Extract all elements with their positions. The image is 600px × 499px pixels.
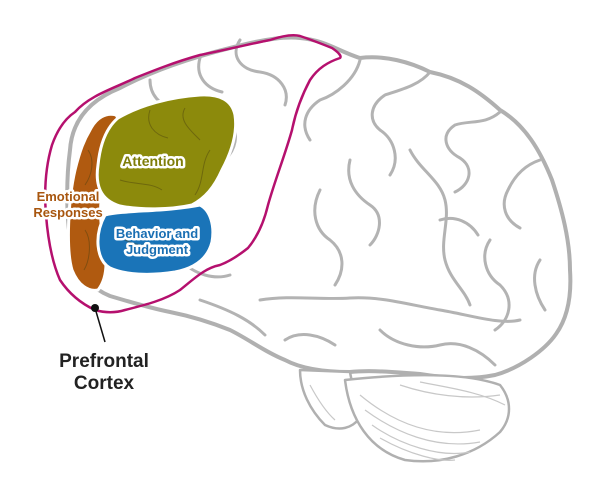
label-emotional-line1: Emotional xyxy=(37,189,100,204)
region-behavior-judgment xyxy=(96,203,215,276)
label-emotional-line2: Responses xyxy=(33,205,102,220)
prefrontal-cortex-outline xyxy=(44,33,342,314)
label-prefrontal-line1: Prefrontal xyxy=(59,351,149,372)
label-behavior-line2: Judgment xyxy=(126,242,189,257)
label-prefrontal-line2: Cortex xyxy=(74,373,135,394)
label-attention: Attention xyxy=(122,153,183,169)
prefrontal-pointer xyxy=(91,304,106,343)
region-attention xyxy=(95,93,238,211)
label-behavior-line1: Behavior and xyxy=(116,226,198,241)
cerebellum-striations xyxy=(309,381,506,461)
prefrontal-regions xyxy=(66,93,238,292)
cerebellum xyxy=(343,373,511,463)
